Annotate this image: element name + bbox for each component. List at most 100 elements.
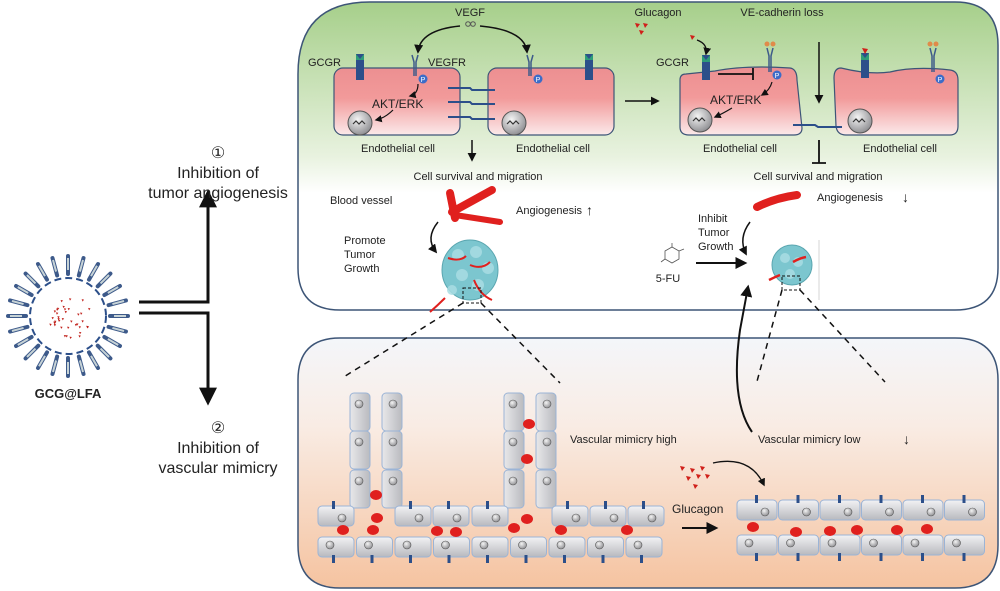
nucleus-icon: [508, 476, 518, 486]
receptor-icon: [409, 501, 412, 509]
inhibit-line2: Tumor: [698, 227, 730, 239]
endothelial-cell: [627, 505, 665, 527]
branch2-title-line2: vascular mimicry: [158, 460, 277, 477]
nucleus-icon: [595, 540, 604, 550]
receptor-icon: [921, 553, 924, 561]
5-fu-structure-icon: [660, 243, 685, 264]
nucleus-icon: [802, 507, 811, 517]
nucleus-icon: [508, 437, 518, 447]
endothelial-cell: [356, 536, 393, 558]
red-blood-cell: [367, 525, 379, 535]
receptor-icon: [604, 501, 607, 509]
endothelial-cell-1-label: Endothelial cell: [361, 143, 435, 155]
endothelial-cell: [317, 536, 355, 558]
receptor-icon: [796, 553, 800, 561]
receptor-icon: [332, 555, 335, 563]
vertical-tumor-cell: [381, 392, 403, 432]
5-fu-label: 5-FU: [656, 273, 681, 285]
nucleus-icon: [926, 507, 936, 517]
feedback-arrow: [735, 284, 753, 433]
receptor-icon: [409, 555, 412, 563]
vertical-tumor-cell: [535, 469, 557, 509]
glucagon-dot: [51, 316, 54, 320]
zoom-callout-lines: [341, 289, 886, 386]
nucleus-icon: [687, 107, 873, 134]
vegf-label: VEGF: [455, 7, 485, 19]
vertical-tumor-cell: [349, 430, 371, 470]
nucleus-icon: [869, 538, 878, 548]
endothelial-cell: [510, 536, 547, 558]
glucagon-molecules-icon: [680, 466, 710, 489]
glucagon-dot: [79, 331, 82, 335]
inhibition-bar: [718, 68, 754, 80]
receptor-icon: [563, 555, 566, 563]
glucagon-dot: [68, 298, 72, 301]
receptor-icon: [879, 495, 883, 503]
nucleus-icon: [647, 513, 657, 523]
gcgr-receptor-icon: [702, 48, 869, 80]
nucleus-icon: [556, 540, 566, 550]
nucleus-icon: [479, 540, 489, 550]
gcgr-label-left: GCGR: [308, 57, 341, 69]
glucagon-dot: [63, 308, 67, 311]
red-blood-cell: [523, 419, 535, 429]
glucagon-dot: [78, 335, 81, 338]
endothelial-cell: [394, 505, 432, 527]
nanoparticle-label: GCG@LFA: [35, 386, 102, 401]
branch-connector: [139, 189, 217, 406]
receptor-icon: [601, 555, 605, 563]
endothelial-cell: [433, 536, 470, 558]
angiogenesis-up-label: Angiogenesis: [516, 205, 583, 217]
receptor-icon: [447, 555, 451, 563]
glucagon-dot: [57, 317, 60, 321]
red-blood-cell: [521, 454, 533, 464]
glucagon-dot: [64, 310, 68, 314]
red-blood-cell: [371, 513, 383, 523]
down-arrow-icon: ↓: [903, 431, 910, 447]
glucagon-dot: [60, 326, 63, 329]
vegfr-label: VEGFR: [428, 57, 466, 69]
promote-line2: Tumor: [344, 249, 376, 261]
nucleus-icon: [542, 399, 552, 409]
glucagon-arrow: [712, 460, 765, 487]
vascular-mimicry-low-cells: [736, 495, 985, 561]
glucagon-dot: [86, 326, 89, 329]
nucleus-icon: [354, 437, 364, 447]
vertical-tumor-cell: [381, 469, 403, 509]
vegfr-receptor-icon: [411, 54, 534, 76]
vascular-mimicry-panel: [297, 337, 999, 589]
red-blood-cell: [555, 525, 567, 535]
promote-line3: Growth: [344, 263, 379, 275]
nucleus-icon: [325, 540, 335, 550]
glucagon-label-top: Glucagon: [634, 7, 681, 19]
receptor-icon: [962, 553, 966, 561]
glucagon-dot: [67, 308, 71, 311]
red-blood-cell: [824, 526, 836, 536]
nucleus-icon: [633, 540, 643, 550]
receptor-icon: [879, 553, 883, 561]
nucleus-icon: [388, 437, 398, 447]
glucagon-dot: [61, 318, 65, 321]
vegfr-receptor-icon: [766, 47, 937, 72]
nucleus-icon: [609, 513, 619, 523]
survival-migration-left: Cell survival and migration: [414, 171, 543, 183]
akt-erk-arrow: [713, 107, 733, 119]
red-blood-cell: [621, 525, 633, 535]
nucleus-icon: [441, 540, 450, 550]
receptor-icon: [838, 553, 841, 561]
angiogenesis-panel: [297, 1, 999, 311]
branch2-number: ②: [211, 420, 225, 437]
vertical-tumor-cell: [535, 430, 557, 470]
glucagon-dot: [67, 326, 70, 330]
gcgr-receptor-icon: [585, 54, 593, 80]
curved-arrow: [428, 221, 439, 254]
glucagon-dot: [74, 323, 78, 327]
nucleus-icon: [571, 513, 581, 523]
endothelial-cell: [625, 536, 663, 558]
glucagon-dot: [54, 320, 57, 323]
signal-arrow: [760, 81, 773, 96]
blood-vessel-icon: [446, 186, 503, 225]
akt-erk-label-left: AKT/ERK: [372, 97, 423, 111]
nucleus-icon: [885, 507, 894, 517]
endothelial-cell: [394, 536, 432, 558]
